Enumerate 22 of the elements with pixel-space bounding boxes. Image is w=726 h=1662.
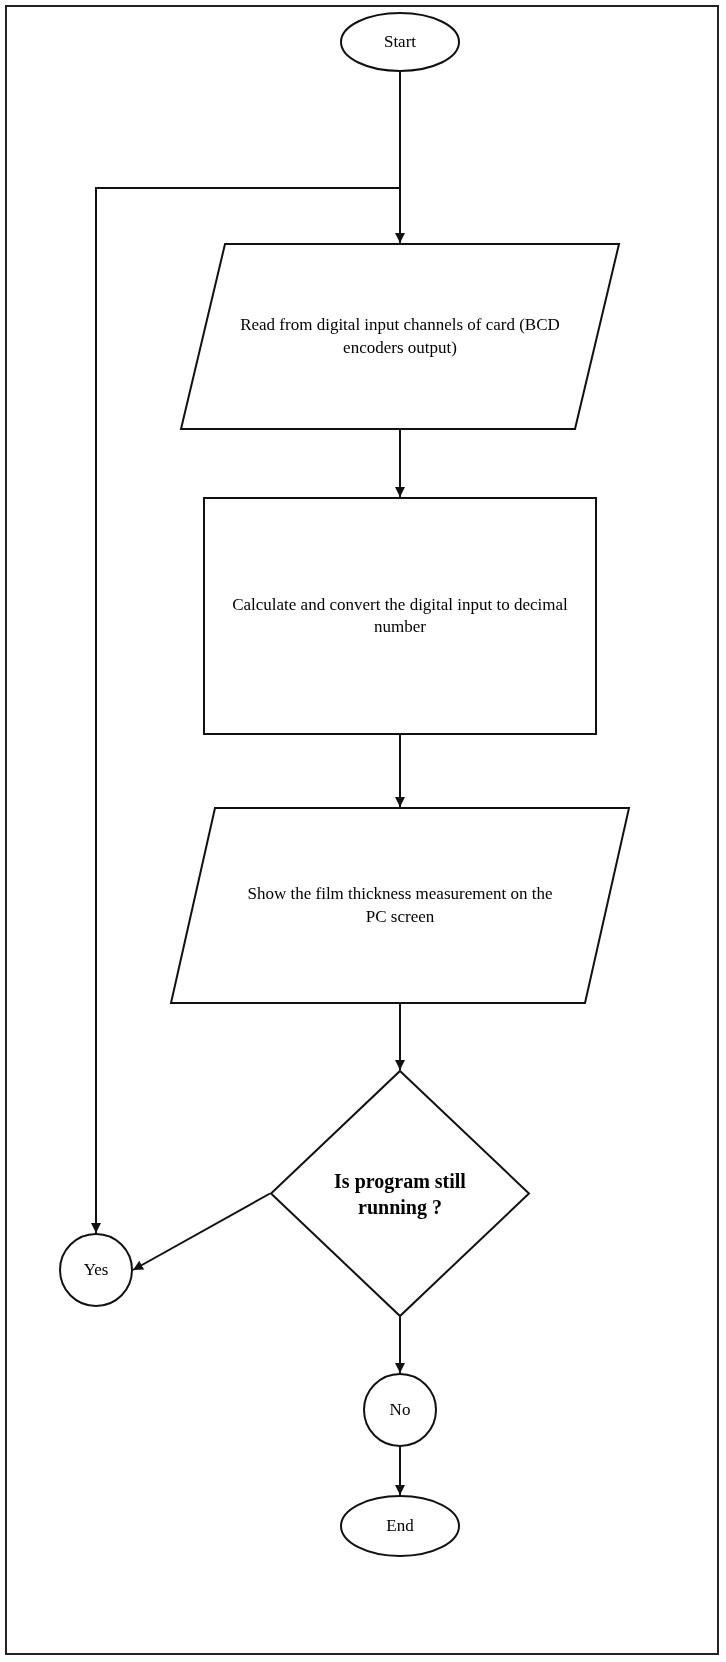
process-box	[203, 497, 597, 735]
input-parallelogram	[180, 243, 620, 430]
arrow	[395, 1003, 405, 1071]
node-label: Calculate and convert the digital input to decimal number	[231, 593, 569, 638]
start-terminator	[340, 12, 460, 72]
decision-diamond	[270, 1070, 530, 1317]
arrow	[395, 1316, 405, 1374]
output-parallelogram	[170, 807, 630, 1004]
arrow	[132, 1192, 271, 1271]
node-label: No	[389, 1398, 411, 1421]
node-label: Read from digital input channels of card (BCD encoders output)	[240, 314, 560, 359]
arrow	[395, 1446, 405, 1496]
yes-connector-circle	[59, 1233, 133, 1307]
node-label: Is program still running ?	[333, 1168, 467, 1220]
no-connector-circle	[363, 1373, 437, 1447]
node-label: End	[386, 1514, 414, 1537]
node-label: Start	[383, 30, 417, 53]
arrow	[395, 734, 405, 808]
end-terminator	[340, 1495, 460, 1557]
node-label: Yes	[83, 1258, 109, 1281]
node-label: Show the film thickness measurement on the PC screen	[246, 883, 554, 928]
arrow	[395, 429, 405, 498]
